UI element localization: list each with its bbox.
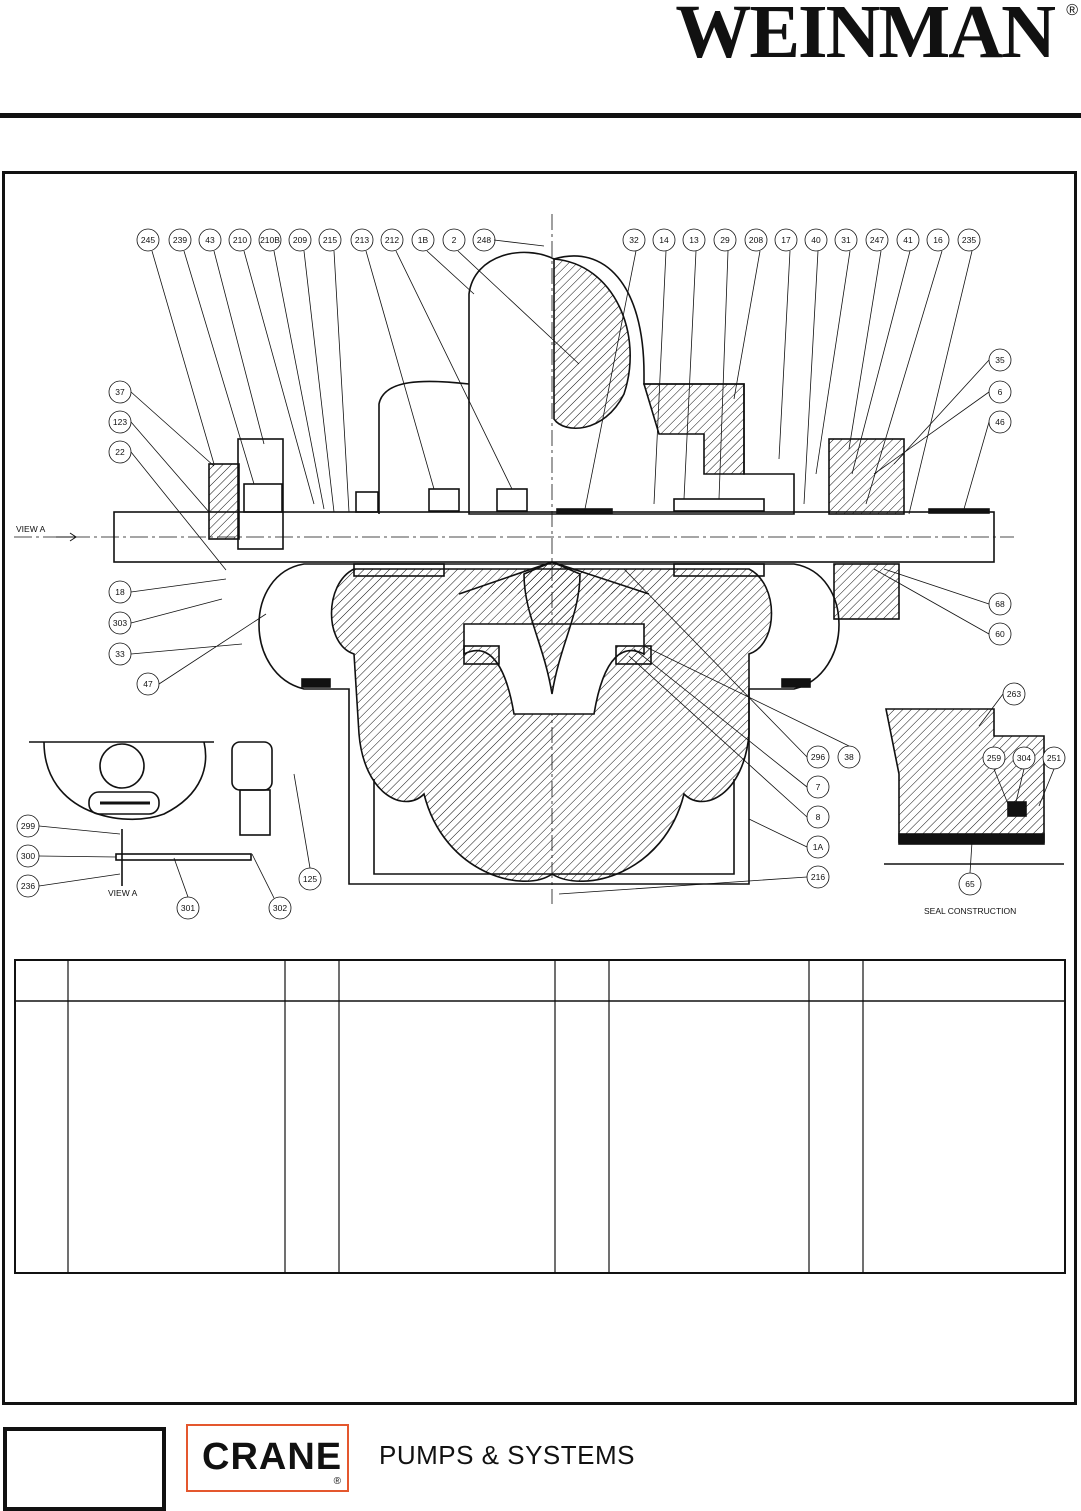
callout-8: 8	[816, 812, 821, 822]
callout-236: 236	[21, 881, 35, 891]
crane-wordmark: CRANE	[202, 1436, 343, 1478]
callout-301: 301	[181, 903, 195, 913]
callout-210b: 210B	[260, 235, 280, 245]
callout-300: 300	[21, 851, 35, 861]
callout-6: 6	[998, 387, 1003, 397]
brand-name: WEINMAN	[675, 0, 1056, 74]
view-a-callouts: 299 300 236 301 302 125	[16, 814, 322, 920]
lower-callouts: 296 38 7 8 1A 216	[806, 745, 861, 889]
callout-245: 245	[141, 235, 155, 245]
weinman-logo: WEINMAN ®	[660, 0, 1080, 70]
left-callouts: 37 123 22 18 303 33 47	[108, 380, 160, 696]
view-a-caption: VIEW A	[108, 888, 138, 898]
callout-299: 299	[21, 821, 35, 831]
callout-210: 210	[233, 235, 247, 245]
seal-construction-caption: SEAL CONSTRUCTION	[924, 906, 1016, 916]
callout-213: 213	[355, 235, 369, 245]
callout-32: 32	[629, 235, 639, 245]
callout-43: 43	[205, 235, 215, 245]
callout-16: 16	[933, 235, 943, 245]
drawing-frame	[2, 171, 1077, 1405]
callout-47: 47	[143, 679, 153, 689]
callout-216: 216	[811, 872, 825, 882]
callout-40: 40	[811, 235, 821, 245]
callout-123: 123	[113, 417, 127, 427]
callout-18: 18	[115, 587, 125, 597]
callout-296: 296	[811, 752, 825, 762]
right-callouts: 35 6 46 68 60	[988, 348, 1012, 646]
callout-68: 68	[995, 599, 1005, 609]
callout-17: 17	[781, 235, 791, 245]
callout-13: 13	[689, 235, 699, 245]
callout-38: 38	[844, 752, 854, 762]
footer-page-box	[3, 1427, 166, 1511]
callout-209: 209	[293, 235, 307, 245]
callout-1b: 1B	[418, 235, 429, 245]
callout-247: 247	[870, 235, 884, 245]
callout-263: 263	[1007, 689, 1021, 699]
callout-2: 2	[452, 235, 457, 245]
callout-215: 215	[323, 235, 337, 245]
callout-41: 41	[903, 235, 913, 245]
callout-303: 303	[113, 618, 127, 628]
callout-14: 14	[659, 235, 669, 245]
callout-239: 239	[173, 235, 187, 245]
top-callouts: 245 239 43 210 210B 209 215 213 212 1B 2…	[136, 228, 981, 252]
callout-125: 125	[303, 874, 317, 884]
callout-259: 259	[987, 753, 1001, 763]
callout-35: 35	[995, 355, 1005, 365]
callout-46: 46	[995, 417, 1005, 427]
crane-logo: CRANE ®	[186, 1424, 349, 1492]
parts-list-table	[14, 959, 1066, 1274]
callout-302: 302	[273, 903, 287, 913]
seal-callouts: 263 259 304 251 65	[958, 682, 1066, 896]
callout-31: 31	[841, 235, 851, 245]
callout-37: 37	[115, 387, 125, 397]
registered-mark: ®	[1066, 2, 1078, 19]
callout-208: 208	[749, 235, 763, 245]
callout-248: 248	[477, 235, 491, 245]
callout-251: 251	[1047, 753, 1061, 763]
callout-7: 7	[816, 782, 821, 792]
callout-304: 304	[1017, 753, 1031, 763]
crane-registered-mark: ®	[333, 1476, 341, 1487]
callout-60: 60	[995, 629, 1005, 639]
pump-sectional-drawing: 245 239 43 210 210B 209 215 213 212 1B 2…	[14, 214, 1066, 920]
callout-212: 212	[385, 235, 399, 245]
callout-22: 22	[115, 447, 125, 457]
callout-1a: 1A	[813, 842, 824, 852]
view-a-arrow-label: VIEW A	[16, 524, 46, 534]
callout-65: 65	[965, 879, 975, 889]
callout-33: 33	[115, 649, 125, 659]
footer-tagline: PUMPS & SYSTEMS	[379, 1440, 635, 1470]
callout-235: 235	[962, 235, 976, 245]
callout-29: 29	[720, 235, 730, 245]
header-rule	[0, 113, 1081, 118]
